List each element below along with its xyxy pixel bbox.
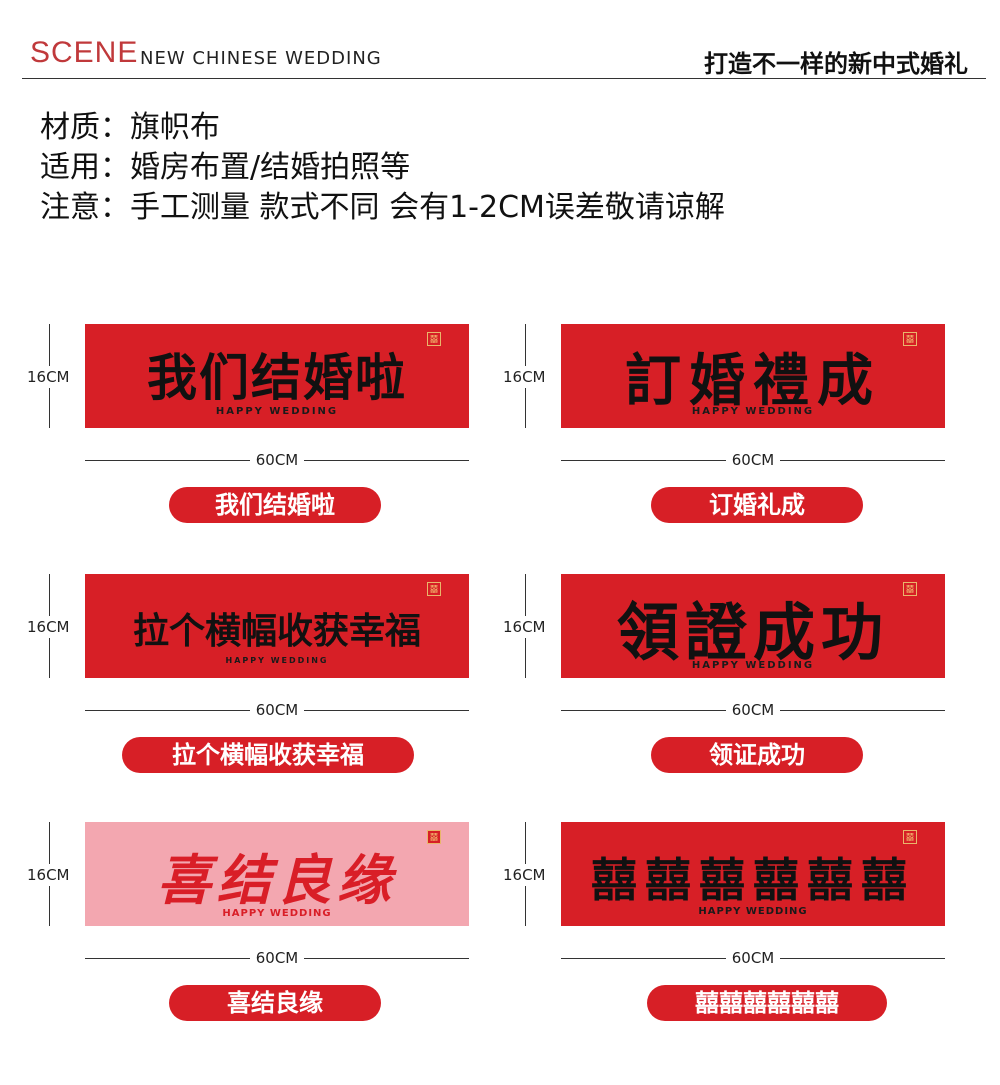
width-label-wrap: 60CM [85, 451, 469, 469]
product-name-badge[interactable]: 囍囍囍囍囍囍 [647, 985, 887, 1021]
height-label: 16CM [503, 616, 546, 638]
product-card[interactable]: 16CM 囍 喜结良缘 HAPPY WEDDING 60CM 喜结良缘 [27, 822, 511, 1052]
width-label: 60CM [725, 701, 781, 719]
scene-title: SCENE [30, 36, 139, 69]
product-card[interactable]: 16CM 囍 囍囍囍囍囍囍 HAPPY WEDDING 60CM 囍囍囍囍囍囍 [503, 822, 987, 1052]
spec-material: 材质：旗帜布 [40, 110, 220, 145]
product-name-badge[interactable]: 喜结良缘 [169, 985, 381, 1021]
banner-preview: 囍 我们结婚啦 HAPPY WEDDING [85, 324, 469, 428]
double-happiness-seal-icon: 囍 [903, 830, 917, 844]
product-card[interactable]: 16CM 囍 我们结婚啦 HAPPY WEDDING 60CM 我们结婚啦 [27, 324, 511, 554]
slogan: 打造不一样的新中式婚礼 [704, 50, 968, 78]
spec-list: 材质：旗帜布 适用：婚房布置/结婚拍照等 注意：手工测量 款式不同 会有1-2C… [40, 108, 725, 228]
page-header: SCENE NEW CHINESE WEDDING 打造不一样的新中式婚礼 [0, 0, 1000, 80]
banner-preview: 囍 領證成功 HAPPY WEDDING [561, 574, 945, 678]
banner-calligraphy: 我们结婚啦 [147, 348, 407, 407]
double-happiness-seal-icon: 囍 [427, 830, 441, 844]
product-name-badge[interactable]: 拉个横幅收获幸福 [122, 737, 414, 773]
height-label: 16CM [503, 366, 546, 388]
banner-preview: 囍 拉个横幅收获幸福 HAPPY WEDDING [85, 574, 469, 678]
width-label: 60CM [249, 949, 305, 967]
product-card[interactable]: 16CM 囍 訂婚禮成 HAPPY WEDDING 60CM 订婚礼成 [503, 324, 987, 554]
width-label: 60CM [249, 451, 305, 469]
double-happiness-seal-icon: 囍 [903, 582, 917, 596]
height-label: 16CM [27, 366, 70, 388]
width-label: 60CM [725, 451, 781, 469]
banner-english: HAPPY WEDDING [691, 660, 815, 671]
spec-notice: 注意：手工测量 款式不同 会有1-2CM误差敬请谅解 [40, 190, 725, 225]
header-divider [22, 78, 986, 79]
banner-calligraphy: 領證成功 [616, 596, 889, 669]
double-happiness-seal-icon: 囍 [903, 332, 917, 346]
banner-english: HAPPY WEDDING [225, 656, 329, 665]
double-happiness-seal-icon: 囍 [427, 332, 441, 346]
double-happiness-seal-icon: 囍 [427, 582, 441, 596]
banner-english: HAPPY WEDDING [222, 908, 332, 919]
width-label-wrap: 60CM [561, 701, 945, 719]
height-label: 16CM [503, 864, 546, 886]
banner-calligraphy: 囍囍囍囍囍囍 [591, 853, 915, 907]
banner-calligraphy: 喜结良缘 [157, 848, 397, 912]
product-card[interactable]: 16CM 囍 拉个横幅收获幸福 HAPPY WEDDING 60CM 拉个横幅收… [27, 574, 511, 804]
width-label-wrap: 60CM [85, 949, 469, 967]
height-label: 16CM [27, 864, 70, 886]
banner-english: HAPPY WEDDING [698, 906, 808, 917]
scene-subtitle: NEW CHINESE WEDDING [140, 48, 382, 69]
banner-calligraphy: 拉个横幅收获幸福 [132, 610, 421, 652]
width-label-wrap: 60CM [85, 701, 469, 719]
width-label: 60CM [249, 701, 305, 719]
banner-preview: 囍 囍囍囍囍囍囍 HAPPY WEDDING [561, 822, 945, 926]
height-label: 16CM [27, 616, 70, 638]
banner-english: HAPPY WEDDING [691, 406, 815, 417]
width-label-wrap: 60CM [561, 949, 945, 967]
banner-english: HAPPY WEDDING [215, 406, 339, 417]
product-card[interactable]: 16CM 囍 領證成功 HAPPY WEDDING 60CM 领证成功 [503, 574, 987, 804]
banner-preview: 囍 喜结良缘 HAPPY WEDDING [85, 822, 469, 926]
banner-calligraphy: 訂婚禮成 [625, 348, 881, 414]
product-name-badge[interactable]: 领证成功 [651, 737, 863, 773]
banner-preview: 囍 訂婚禮成 HAPPY WEDDING [561, 324, 945, 428]
width-label: 60CM [725, 949, 781, 967]
width-label-wrap: 60CM [561, 451, 945, 469]
spec-usage: 适用：婚房布置/结婚拍照等 [40, 150, 411, 185]
product-name-badge[interactable]: 我们结婚啦 [169, 487, 381, 523]
product-name-badge[interactable]: 订婚礼成 [651, 487, 863, 523]
